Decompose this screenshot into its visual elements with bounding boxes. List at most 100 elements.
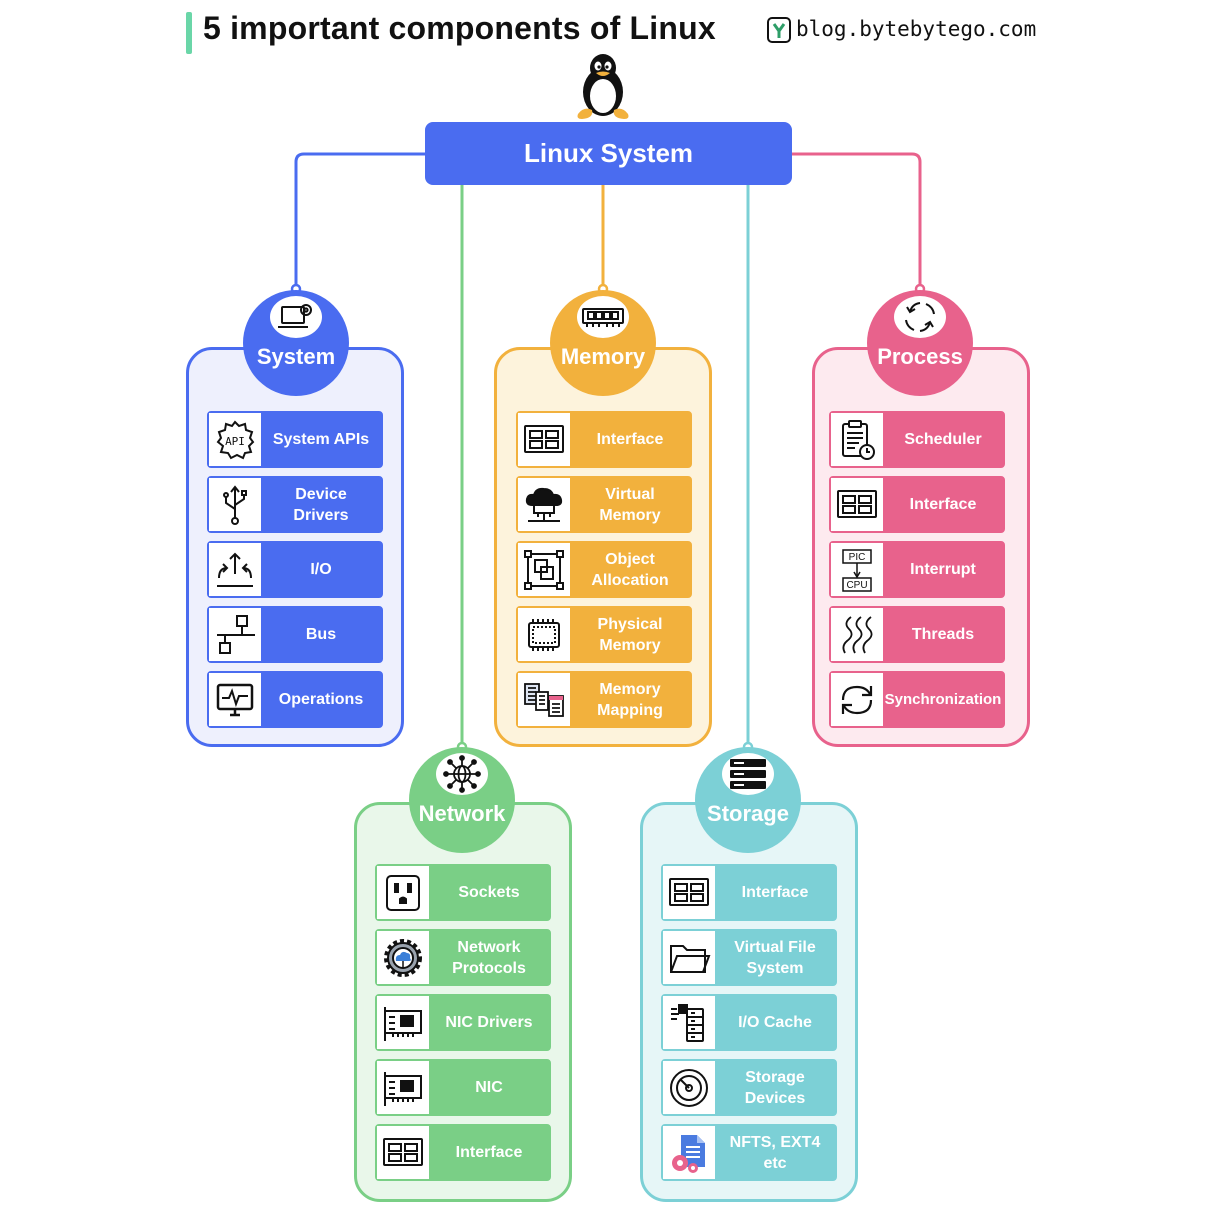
server-stack-icon [730, 759, 766, 789]
network-title: Network [418, 801, 506, 826]
bytebytego-logo-icon [767, 17, 791, 43]
item-label: Object Allocation [570, 543, 690, 596]
badge-icon-bg [894, 296, 946, 338]
storage-item-virtual-file-system[interactable]: Virtual File System [661, 929, 837, 986]
ram-stick-icon [582, 308, 624, 327]
item-label: I/O [261, 543, 381, 596]
usb-icon [223, 484, 247, 525]
object-allocation-icon [524, 549, 564, 590]
item-label: Virtual Memory [570, 478, 690, 531]
memory-item-virtual-memory[interactable]: Virtual Memory [516, 476, 692, 533]
memory-title: Memory [560, 344, 646, 369]
process-item-synchronization[interactable]: Synchronization [829, 671, 1005, 728]
item-label: Sockets [429, 866, 549, 919]
nic-card-icon [384, 1006, 422, 1041]
badge-icon-bg [436, 753, 488, 795]
item-label: System APIs [261, 413, 381, 466]
item-label: Network Protocols [429, 931, 549, 984]
storage-item-interface[interactable]: Interface [661, 864, 837, 921]
system-connector [294, 152, 425, 288]
item-label: Memory Mapping [570, 673, 690, 726]
storage-item-io-cache[interactable]: I/O Cache [661, 994, 837, 1051]
storage-item-storage-devices[interactable]: Storage Devices [661, 1059, 837, 1116]
network-item-nic-drivers[interactable]: NIC Drivers [375, 994, 551, 1051]
refresh-cycle-icon [905, 302, 935, 332]
threads-icon [842, 615, 873, 653]
disk-icon [670, 1068, 708, 1107]
title-accent-bar [186, 12, 192, 54]
pic-cpu-icon: PIC CPU [842, 548, 872, 592]
monitor-pulse-icon [216, 683, 254, 716]
process-connector [792, 152, 922, 288]
item-label: Interface [883, 478, 1003, 531]
svg-text:CPU: CPU [846, 580, 867, 591]
item-label: Interrupt [883, 543, 1003, 596]
memory-item-physical-memory[interactable]: Physical Memory [516, 606, 692, 663]
process-item-interrupt[interactable]: PIC CPU Interrupt [829, 541, 1005, 598]
io-arrows-icon [217, 552, 253, 587]
storage-badge: Storage [695, 747, 801, 853]
interface-grid-icon [383, 1137, 423, 1166]
folder-icon [670, 944, 711, 973]
item-label: Interface [570, 413, 690, 466]
item-label: Interface [429, 1126, 549, 1179]
item-label: Interface [715, 866, 835, 919]
item-label: I/O Cache [715, 996, 835, 1049]
network-item-interface[interactable]: Interface [375, 1124, 551, 1181]
svg-text:PIC: PIC [849, 552, 866, 563]
item-label: Bus [261, 608, 381, 661]
api-icon: API [216, 419, 255, 459]
svg-text:API: API [225, 435, 245, 448]
item-label: Operations [261, 673, 381, 726]
process-badge: Process [867, 290, 973, 396]
system-title: System [256, 344, 336, 369]
chip-icon [528, 618, 560, 651]
interface-grid-icon [524, 424, 564, 453]
bus-network-icon [217, 614, 255, 654]
memory-badge: Memory [550, 290, 656, 396]
memory-item-interface[interactable]: Interface [516, 411, 692, 468]
item-label: Virtual File System [715, 931, 835, 984]
item-label: NFTS, EXT4 etc [715, 1126, 835, 1179]
cache-server-icon [671, 1003, 704, 1042]
socket-icon [386, 874, 420, 911]
memory-item-object-allocation[interactable]: Object Allocation [516, 541, 692, 598]
nic-card-icon [384, 1071, 422, 1106]
process-item-threads[interactable]: Threads [829, 606, 1005, 663]
interface-grid-icon [837, 489, 877, 518]
badge-icon-bg [270, 296, 322, 338]
mapping-icon [524, 682, 564, 717]
process-item-scheduler[interactable]: Scheduler [829, 411, 1005, 468]
system-badge: System [243, 290, 349, 396]
storage-item-filesystems[interactable]: NFTS, EXT4 etc [661, 1124, 837, 1181]
network-item-sockets[interactable]: Sockets [375, 864, 551, 921]
gear-cloud-icon [384, 938, 422, 977]
linux-system-root: Linux System [425, 122, 792, 185]
network-item-nic[interactable]: NIC [375, 1059, 551, 1116]
system-item-bus[interactable]: Bus [207, 606, 383, 663]
badge-icon-bg [722, 753, 774, 795]
tux-penguin-icon [577, 54, 629, 119]
network-item-network-protocols[interactable]: Network Protocols [375, 929, 551, 986]
page-title: 5 important components of Linux [203, 10, 716, 46]
process-title: Process [877, 344, 963, 369]
item-label: Threads [883, 608, 1003, 661]
system-item-io[interactable]: I/O [207, 541, 383, 598]
laptop-gear-icon [278, 304, 312, 328]
storage-title: Storage [707, 801, 789, 826]
brand-text: blog.bytebytego.com [796, 17, 1037, 41]
system-item-system-apis[interactable]: API System APIs [207, 411, 383, 468]
file-gear-icon [672, 1134, 705, 1173]
brand[interactable]: blog.bytebytego.com [766, 14, 1036, 44]
item-label: NIC Drivers [429, 996, 549, 1049]
sync-icon [841, 685, 873, 714]
scheduler-clipboard-icon [842, 419, 875, 460]
process-item-interface[interactable]: Interface [829, 476, 1005, 533]
memory-item-memory-mapping[interactable]: Memory Mapping [516, 671, 692, 728]
globe-network-icon [443, 755, 481, 793]
item-label: Synchronization [883, 673, 1003, 726]
badge-icon-bg [577, 296, 629, 338]
system-item-device-drivers[interactable]: Device Drivers [207, 476, 383, 533]
item-label: Scheduler [883, 413, 1003, 466]
system-item-operations[interactable]: Operations [207, 671, 383, 728]
